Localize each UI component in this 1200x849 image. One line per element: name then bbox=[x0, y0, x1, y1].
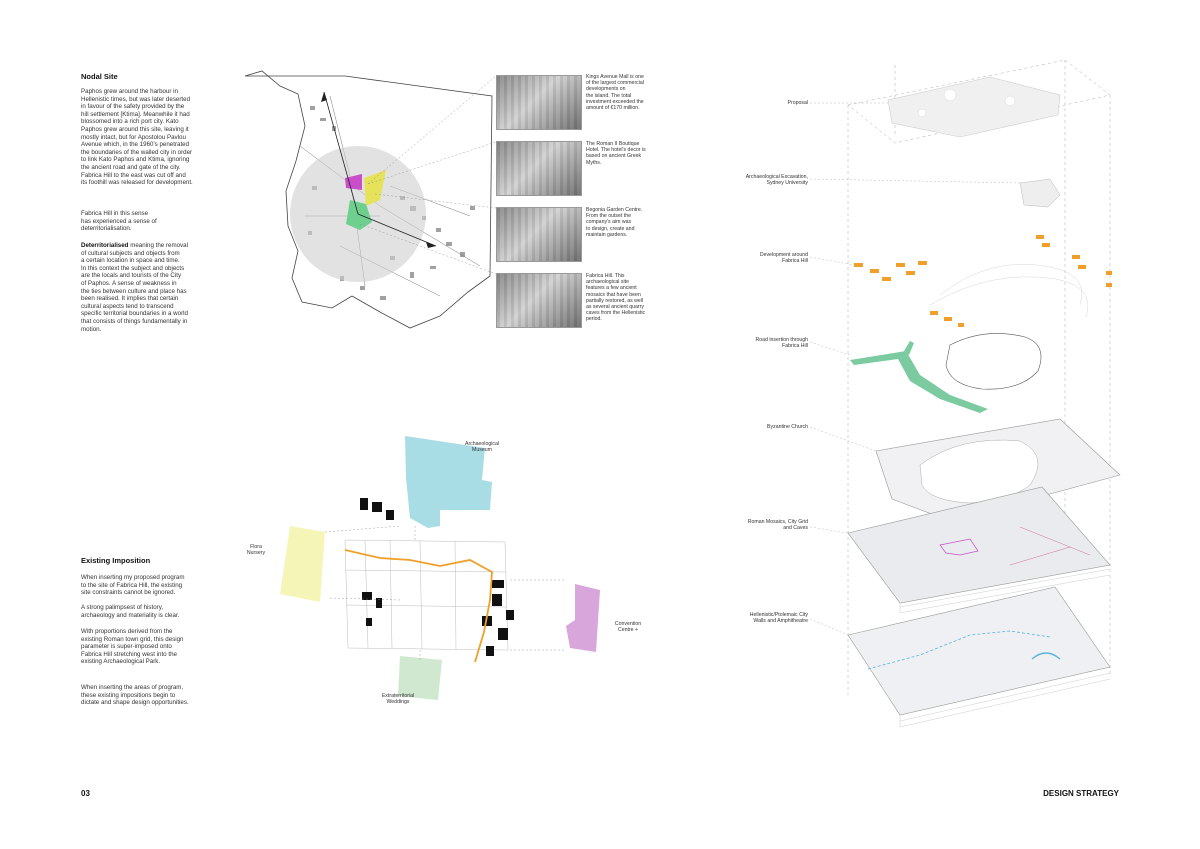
existing-imposition-para-3: With proportions derived from the existi… bbox=[81, 628, 184, 666]
label-leaders bbox=[810, 102, 1021, 636]
photo-caption-3: Begonia Garden Centre. From the outset t… bbox=[586, 207, 643, 238]
weddings-zone bbox=[398, 656, 442, 700]
convention-zone bbox=[566, 584, 600, 652]
roman-mosaics-layer bbox=[847, 486, 1111, 604]
top-frame bbox=[847, 59, 1111, 144]
black-blocks bbox=[360, 498, 514, 656]
contour-lines bbox=[929, 264, 1089, 318]
photo-begonia-garden-centre bbox=[496, 207, 582, 262]
leader-lines bbox=[359, 75, 497, 275]
north-arrow bbox=[323, 91, 359, 215]
photo-fabrica-hill bbox=[496, 273, 582, 328]
photo-caption-4: Fabrica Hill. This archaeological site f… bbox=[586, 273, 646, 323]
orange-path bbox=[344, 549, 493, 663]
section-title: DESIGN STRATEGY bbox=[1043, 789, 1119, 798]
development-blocks bbox=[854, 235, 1112, 327]
hellenistic-layer bbox=[847, 586, 1111, 716]
label-convention-centre: Convention Centre + bbox=[614, 621, 642, 634]
axis-arrow bbox=[357, 213, 437, 247]
layer-label-byzantine-church: Byzantine Church bbox=[767, 424, 808, 430]
nodal-site-map bbox=[244, 70, 497, 329]
nodal-site-heading: Nodal Site bbox=[81, 72, 118, 81]
existing-imposition-diagram bbox=[280, 436, 600, 700]
city-grid-lines bbox=[1009, 526, 1091, 566]
excavation-layer bbox=[1019, 178, 1061, 208]
layer-label-roman-mosaics: Roman Mosaics, City Grid and Caves bbox=[747, 519, 808, 532]
layer-label-hellenistic-walls: Hellenistic/Ptolemaic City Walls and Amp… bbox=[749, 612, 808, 625]
label-flora-nursery: Flora Nursery bbox=[246, 544, 266, 557]
layer-thickness bbox=[899, 568, 1111, 614]
layer-label-proposal: Proposal bbox=[787, 100, 808, 106]
photo-caption-1: Kings Avenue Mall is one of the largest … bbox=[586, 74, 644, 112]
label-extraterritorial-weddings: Extraterritorial Weddings bbox=[381, 693, 415, 706]
green-zone bbox=[346, 200, 372, 230]
photo-roman-boutique-hotel bbox=[496, 141, 582, 196]
layer-label-archaeological-excavation: Archaeological Excavation, Sydney Univer… bbox=[745, 174, 808, 187]
road-insertion bbox=[850, 351, 988, 413]
hill-outline bbox=[945, 333, 1042, 390]
layer-label-road-insertion: Road insertion through Fabrica Hill bbox=[755, 337, 809, 350]
leader-lines bbox=[324, 525, 566, 660]
proposal-layer bbox=[887, 76, 1061, 138]
roman-mosaics-detail bbox=[939, 538, 979, 556]
existing-imposition-heading: Existing Imposition bbox=[81, 556, 151, 565]
layer-label-development: Development around Fabrica Hill bbox=[759, 252, 808, 265]
road-branch bbox=[904, 341, 914, 355]
label-archaeological-museum: Archaeological Museum bbox=[464, 441, 500, 454]
bottom-thickness bbox=[899, 672, 1111, 728]
vertical-guides bbox=[847, 60, 1111, 695]
coastline bbox=[244, 70, 493, 329]
deterritorialised-term: Deterritorialised bbox=[81, 242, 129, 249]
roman-grid bbox=[344, 539, 509, 651]
nodal-site-para-1: Paphos grew around the harbour in Hellen… bbox=[81, 88, 193, 187]
existing-imposition-para-4: When inserting the areas of program, the… bbox=[81, 684, 189, 707]
existing-imposition-para-2: A strong palimpsest of history, archaeol… bbox=[81, 604, 180, 619]
page-number: 03 bbox=[81, 789, 90, 798]
museum-zone bbox=[405, 436, 492, 528]
nodal-site-para-2: Fabrica Hill in this sense has experienc… bbox=[81, 210, 157, 233]
photo-caption-2: The Roman II Boutique Hotel. The hotel's… bbox=[586, 141, 646, 166]
flora-zone bbox=[280, 526, 325, 602]
photo-kings-avenue-mall bbox=[496, 75, 582, 130]
amphitheatre bbox=[1031, 652, 1061, 660]
deterritorialised-definition: meaning the removal of cultural subjects… bbox=[81, 242, 188, 333]
exploded-layers-diagram bbox=[810, 59, 1121, 728]
magenta-zone bbox=[345, 174, 362, 190]
nodal-site-para-3: Deterritorialised meaning the removal of… bbox=[81, 242, 241, 333]
hellenistic-walls bbox=[867, 630, 1051, 670]
existing-imposition-para-1: When inserting my proposed program to th… bbox=[81, 574, 185, 597]
yellow-zone bbox=[364, 170, 386, 206]
byzantine-church-hill bbox=[919, 439, 1039, 504]
